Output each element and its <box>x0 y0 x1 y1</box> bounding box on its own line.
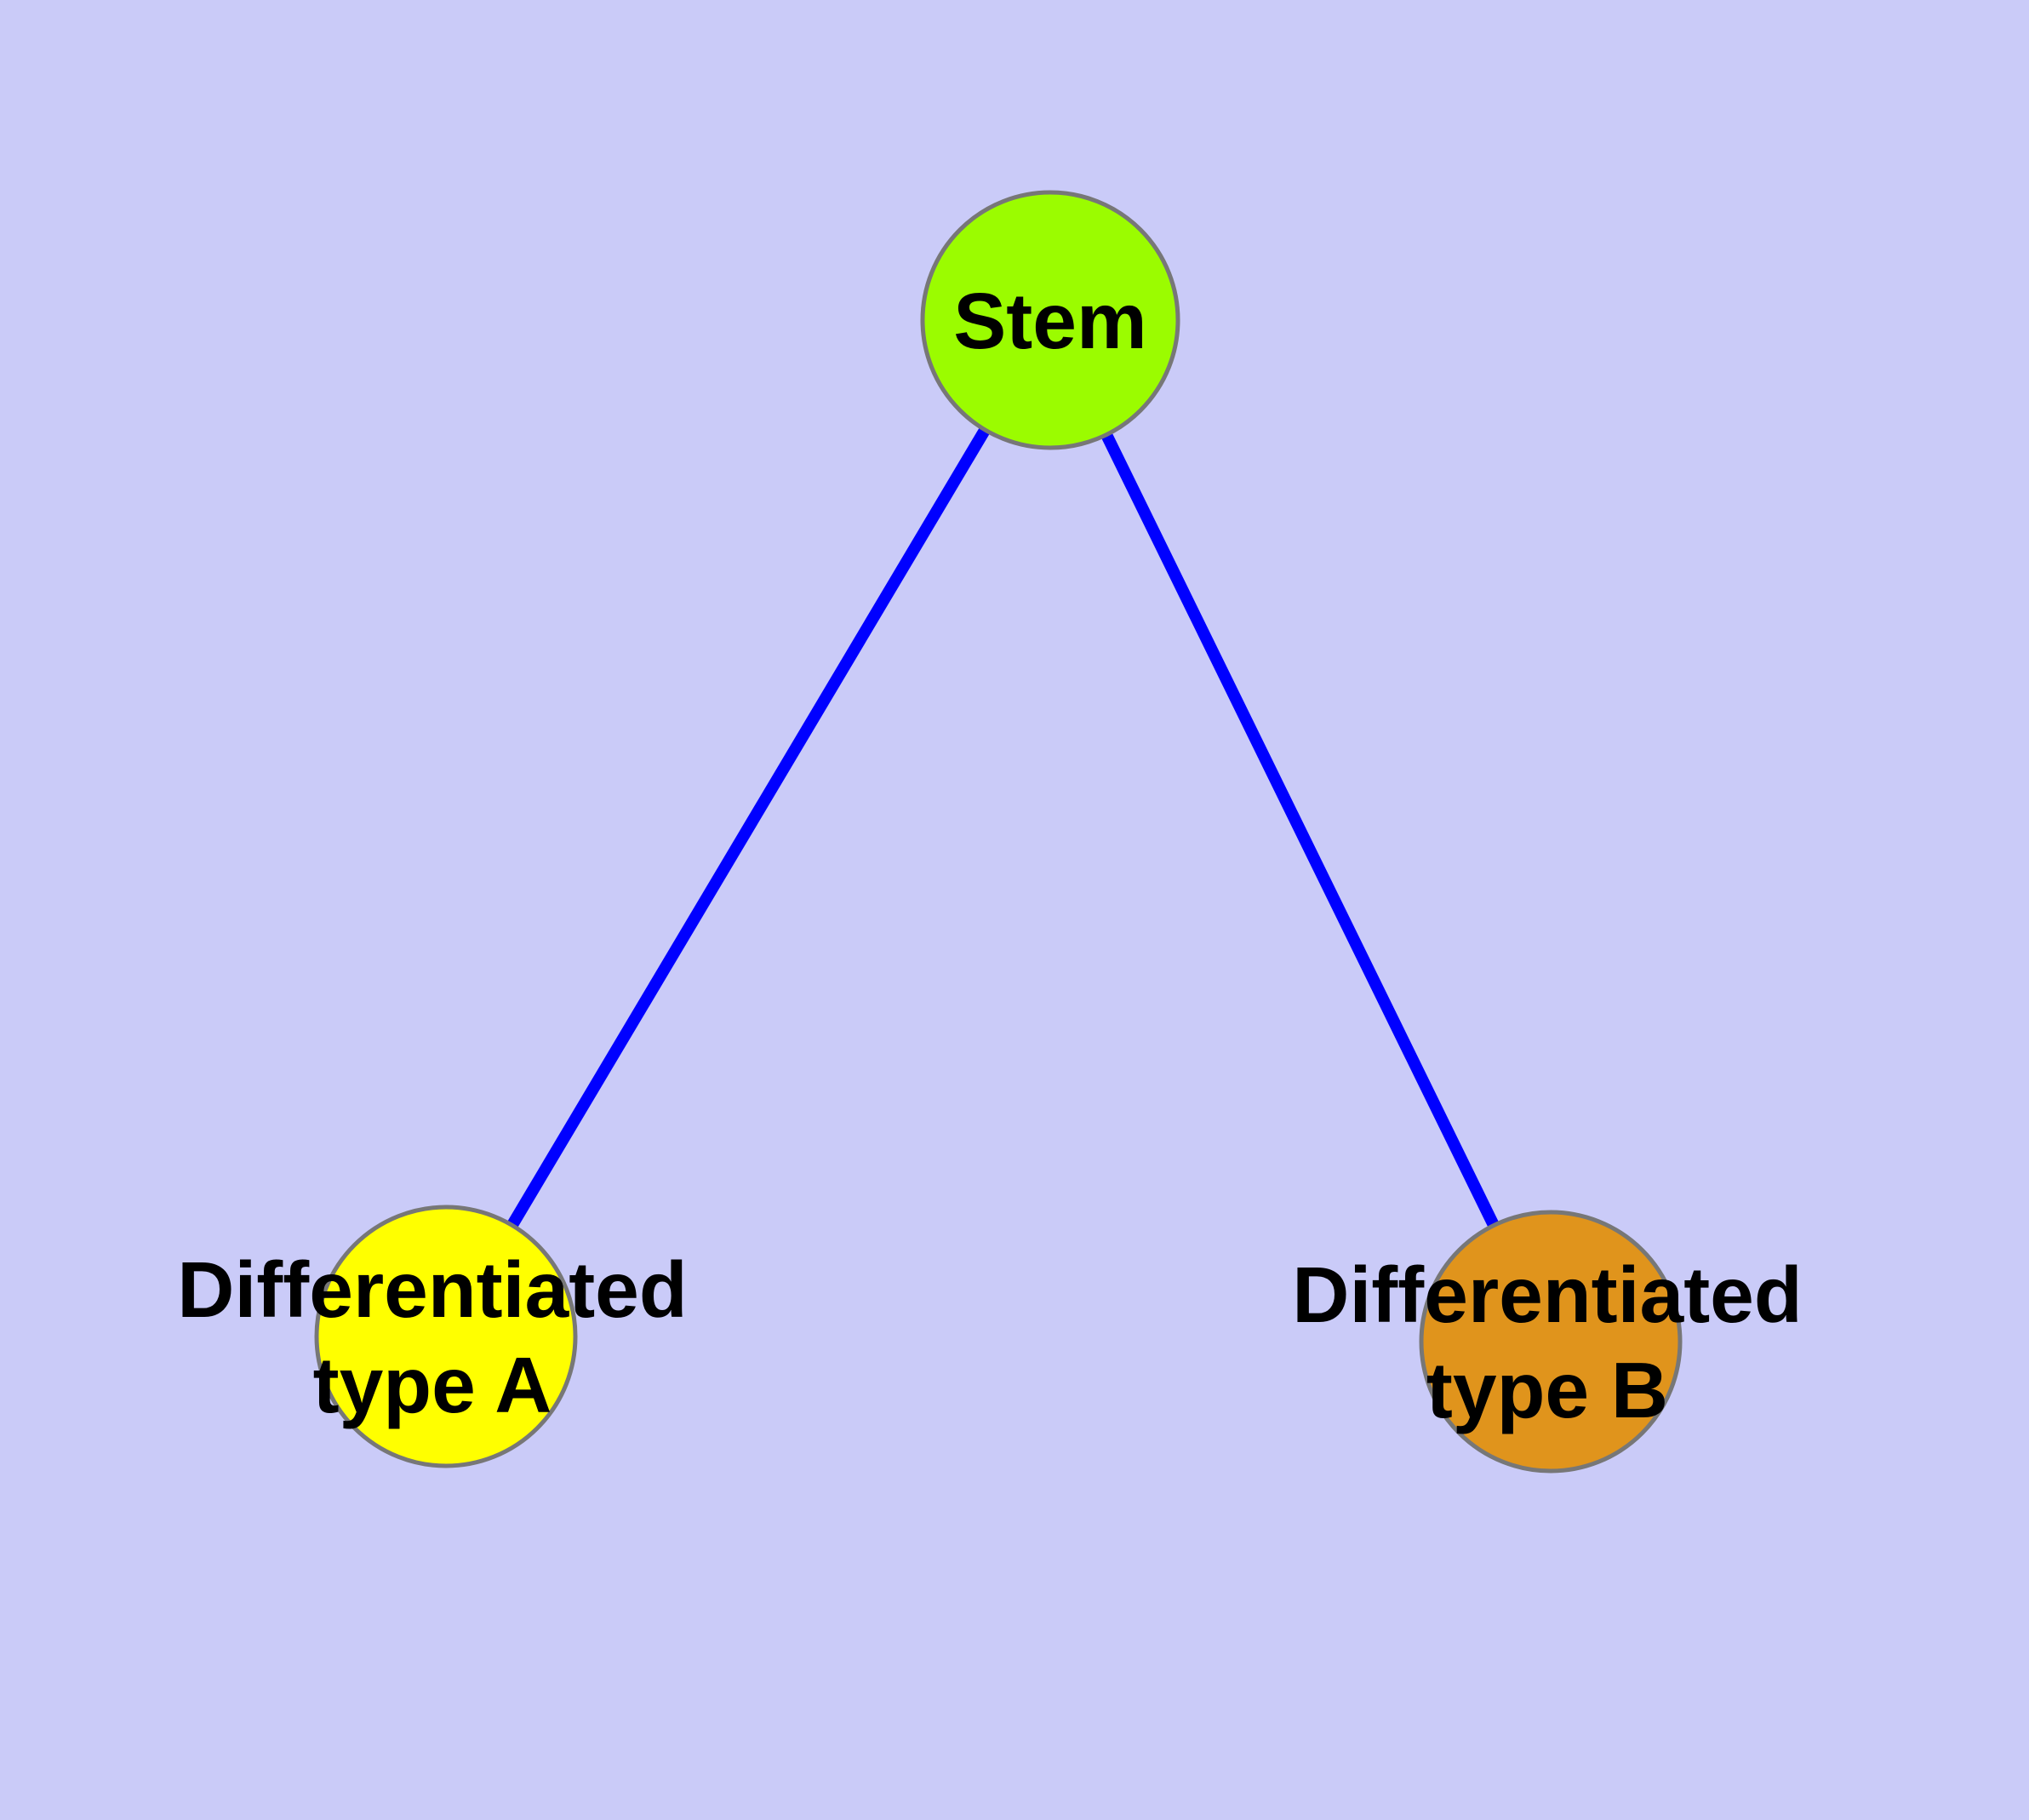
node-type-a-label-line1: Differentiated <box>177 1245 687 1334</box>
node-type-a-label-line2: type A <box>313 1341 552 1429</box>
node-type-a-circle <box>314 1205 578 1468</box>
node-type-b-label-line1: Differentiated <box>1292 1251 1802 1339</box>
node-stem-circle <box>920 190 1180 450</box>
edge-stem-to-type-a <box>440 317 1056 1340</box>
node-stem-label: Stem <box>953 277 1146 365</box>
edge-stem-to-type-b <box>1044 317 1557 1345</box>
node-type-b-circle <box>1419 1210 1683 1474</box>
node-type-b-label-line2: type B <box>1426 1346 1668 1434</box>
